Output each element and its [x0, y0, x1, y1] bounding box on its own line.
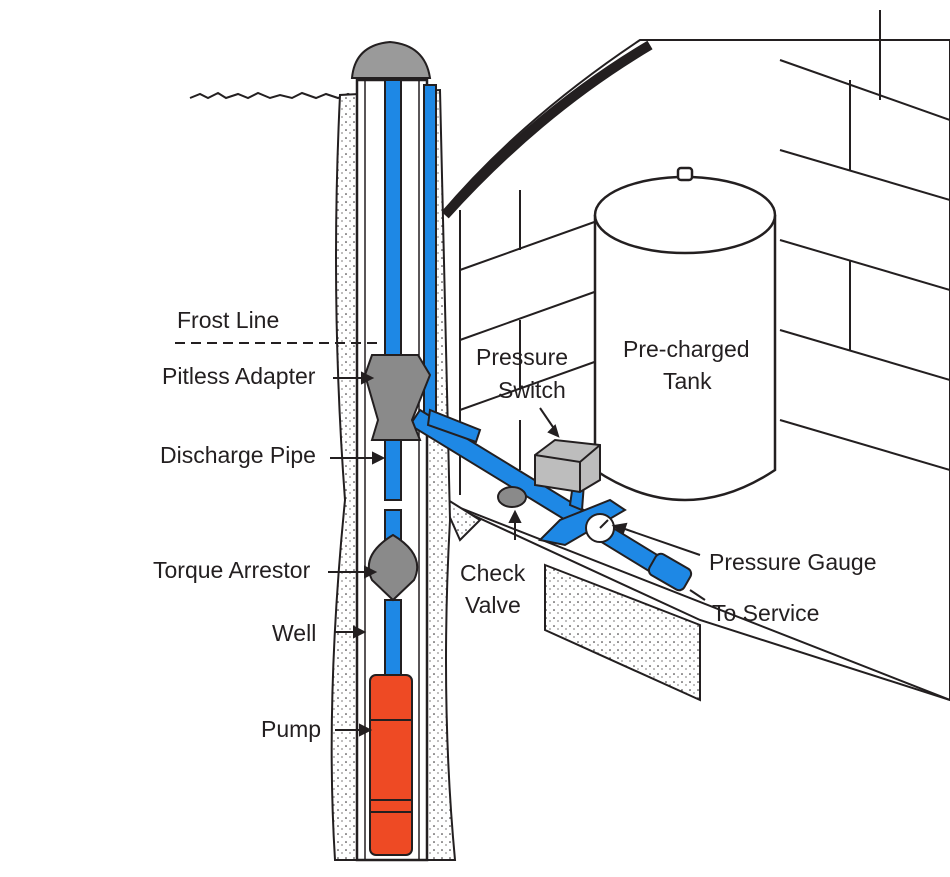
check-valve [497, 486, 527, 508]
pitless-adapter [363, 354, 432, 441]
pump [369, 674, 413, 856]
label-pressure-gauge: Pressure Gauge [709, 549, 876, 575]
label-torque-arrestor: Torque Arrestor [153, 557, 311, 583]
label-to-service: To Service [712, 600, 819, 626]
pressure-gauge [585, 513, 615, 543]
label-well: Well [272, 620, 316, 646]
label-pump: Pump [261, 716, 321, 742]
label-tank-line2: Tank [663, 368, 712, 394]
pre-charged-tank [593, 166, 777, 502]
label-discharge-pipe: Discharge Pipe [160, 442, 316, 468]
label-frost-line: Frost Line [177, 307, 279, 333]
label-check-valve-line1: Check [460, 560, 526, 586]
label-check-valve-line2: Valve [465, 592, 521, 618]
well-cap [350, 40, 432, 79]
label-pitless-adapter: Pitless Adapter [162, 363, 316, 389]
label-pressure-switch-line1: Pressure [476, 344, 568, 370]
label-tank-line1: Pre-charged [623, 336, 750, 362]
label-pressure-switch-line2: Switch [498, 377, 566, 403]
leader-lines [175, 342, 706, 737]
pressure-switch [534, 438, 601, 494]
torque-arrestor [367, 533, 419, 602]
